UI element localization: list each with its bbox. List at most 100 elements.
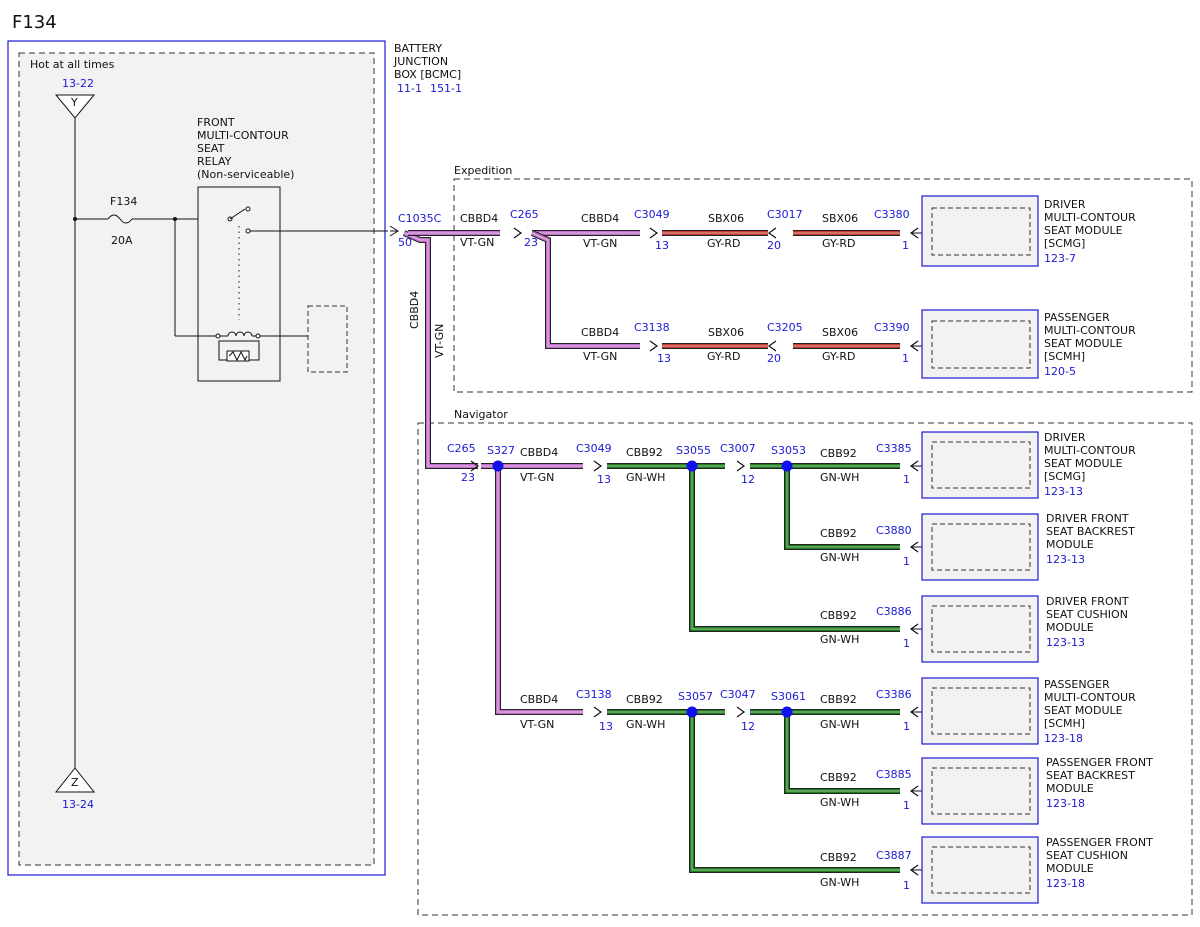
pin-label: 1 [902, 239, 909, 252]
connector-arrow-icon [649, 227, 659, 239]
module-ref[interactable]: 120-5 [1044, 365, 1076, 378]
svg-text:DRIVER MULTI-CONTOUR: DRIVER MULTI-CONTOUR SEAT MODULE [SCMG] [1044, 431, 1139, 483]
nav-g1-cushion-wire-stripe [691, 712, 900, 871]
splice-dot [781, 460, 793, 472]
relay-box [197, 186, 281, 382]
module-passenger-mcsm-navigator[interactable]: PASSENGER MULTI-CONTOUR SEAT MODULE [SCM… [921, 677, 1139, 745]
c1035c-pin: 50 [398, 236, 412, 249]
color-label: VT-GN [583, 237, 617, 250]
color-label: GY-RD [822, 237, 855, 250]
splice-dot [781, 706, 793, 718]
connector-label[interactable]: C3138 [634, 321, 670, 334]
module-driver-mcsm-navigator[interactable]: DRIVER MULTI-CONTOUR SEAT MODULE [SCMG] … [921, 431, 1139, 499]
svg-text:1: 1 [903, 879, 910, 892]
bottom-connector-ref[interactable]: 13-24 [62, 798, 94, 811]
module-driver-mcsm-expedition[interactable]: DRIVER MULTI-CONTOUR SEAT MODULE [SCMG] … [921, 195, 1139, 267]
svg-text:PASSENGER FRONT SEAT CUS: PASSENGER FRONT SEAT CUSHION MODULE [1046, 836, 1156, 875]
module-ref[interactable]: 123-18 [1046, 877, 1085, 890]
nav-g1-backrest-wire-stripe [786, 712, 900, 792]
expedition-label: Expedition [454, 164, 512, 177]
relay-coil-icon [215, 331, 261, 362]
color-label: GN-WH [626, 718, 665, 731]
page-title: F134 [12, 12, 57, 33]
svg-text:C3385[interactable]: C3385 [876, 442, 912, 455]
trunk-circuit-label: CBBD4 [408, 291, 421, 329]
pin-label: 13 [599, 720, 613, 733]
connector-label[interactable]: C3380 [874, 208, 910, 221]
exp-c265-connector[interactable]: C265 [510, 208, 539, 221]
connector-arrow-icon [593, 706, 603, 718]
circuit-label: SBX06 [708, 212, 744, 225]
connector-label[interactable]: C3049 [576, 442, 612, 455]
connector-arrow-icon [593, 460, 603, 472]
svg-text:C3886[interactable]: C3886 [876, 605, 912, 618]
svg-text:C3880[interactable]: C3880 [876, 524, 912, 537]
svg-text:1: 1 [903, 473, 910, 486]
module-ref[interactable]: 123-18 [1046, 797, 1085, 810]
nav-s327-down-wire-stripe [497, 466, 583, 713]
pin-label: 13 [657, 352, 671, 365]
pin-label: 12 [741, 720, 755, 733]
connector-label[interactable]: C3390 [874, 321, 910, 334]
svg-text:DRIVER FRONT SEAT BACKRE: DRIVER FRONT SEAT BACKREST MODULE [1046, 512, 1138, 551]
connector-label[interactable]: C3049 [634, 208, 670, 221]
svg-text:1: 1 [903, 799, 910, 812]
connector-arrow-icon [470, 460, 480, 472]
module-ref[interactable]: 123-7 [1044, 252, 1076, 265]
expedition-row-passenger: CBBD4 VT-GN C3138 13 SBX06 GY-RD C3205 2… [581, 321, 910, 365]
module-ref[interactable]: 123-13 [1046, 553, 1085, 566]
connector-arrow-icon [736, 706, 746, 718]
module-driver-cushion[interactable]: DRIVER FRONT SEAT CUSHION MODULE 123-13 [921, 595, 1132, 663]
connector-label[interactable]: C3205 [767, 321, 803, 334]
svg-text:1: 1 [903, 720, 910, 733]
module-passenger-backrest[interactable]: PASSENGER FRONT SEAT BACKREST MODULE 123… [921, 756, 1156, 825]
svg-text:PASSENGER MULTI-CONTOUR: PASSENGER MULTI-CONTOUR SEAT MODULE [SCM… [1044, 678, 1139, 730]
c1035c-connector[interactable]: C1035C [398, 212, 442, 225]
svg-text:CBB92: CBB92 [820, 771, 857, 784]
nav-c265-connector[interactable]: C265 [447, 442, 476, 455]
pin-label: 13 [597, 473, 611, 486]
top-connector-symbol: Y [54, 94, 96, 119]
expedition-row-driver: CBBD4 VT-GN C3049 13 SBX06 GY-RD C3017 2… [581, 208, 910, 252]
color-label: GY-RD [707, 350, 740, 363]
connector-label[interactable]: C3017 [767, 208, 803, 221]
circuit-label: CBBD4 [581, 212, 619, 225]
connector-label[interactable]: C3138 [576, 688, 612, 701]
wires-layer [402, 230, 900, 873]
relay-control-placeholder [307, 305, 348, 373]
svg-text:1: 1 [903, 555, 910, 568]
svg-text:CBB92: CBB92 [820, 527, 857, 540]
nav-s327-down-wire [495, 466, 583, 715]
expedition-section [453, 178, 1193, 393]
exp-c265-pin: 23 [524, 236, 538, 249]
circuit-label: SBX06 [822, 212, 858, 225]
navigator-driver-group: CBBD4 VT-GN C3049 13 CBB92 GN-WH S3055 C… [520, 442, 912, 650]
module-passenger-mcsm-expedition[interactable]: PASSENGER MULTI-CONTOUR SEAT MODULE [SCM… [921, 309, 1139, 379]
svg-text:C3885[interactable]: C3885 [876, 768, 912, 781]
top-connector-ref[interactable]: 13-22 [62, 77, 94, 90]
connector-label[interactable]: C3007 [720, 442, 756, 455]
connector-label[interactable]: C3047 [720, 688, 756, 701]
svg-text:GN-WH: GN-WH [820, 471, 859, 484]
bjb-ref-2[interactable]: 151-1 [430, 82, 462, 95]
module-ref[interactable]: 123-13 [1046, 636, 1085, 649]
pin-label: 1 [902, 352, 909, 365]
svg-text:GN-WH: GN-WH [820, 876, 859, 889]
module-driver-backrest[interactable]: DRIVER FRONT SEAT BACKREST MODULE 123-13 [921, 512, 1138, 581]
svg-text:C3386[interactable]: C3386 [876, 688, 912, 701]
connector-arrow-icon [909, 541, 919, 553]
nodes-layer [470, 227, 931, 876]
module-ref[interactable]: 123-13 [1044, 485, 1083, 498]
svg-text:C3887[interactable]: C3887 [876, 849, 912, 862]
pin-label: 20 [767, 352, 781, 365]
exp-row2-wire-stripe [531, 232, 640, 347]
svg-text:CBB92: CBB92 [820, 447, 857, 460]
pin-label: 20 [767, 239, 781, 252]
bjb-ref-1[interactable]: 11-1 [397, 82, 422, 95]
navigator-label: Navigator [454, 408, 508, 421]
color-label: GY-RD [707, 237, 740, 250]
svg-text:DRIVER FRONT SEAT CUSHIO: DRIVER FRONT SEAT CUSHION MODULE [1046, 595, 1132, 634]
module-ref[interactable]: 123-18 [1044, 732, 1083, 745]
module-passenger-cushion[interactable]: PASSENGER FRONT SEAT CUSHION MODULE 123-… [921, 836, 1156, 904]
color-label: VT-GN [520, 471, 554, 484]
